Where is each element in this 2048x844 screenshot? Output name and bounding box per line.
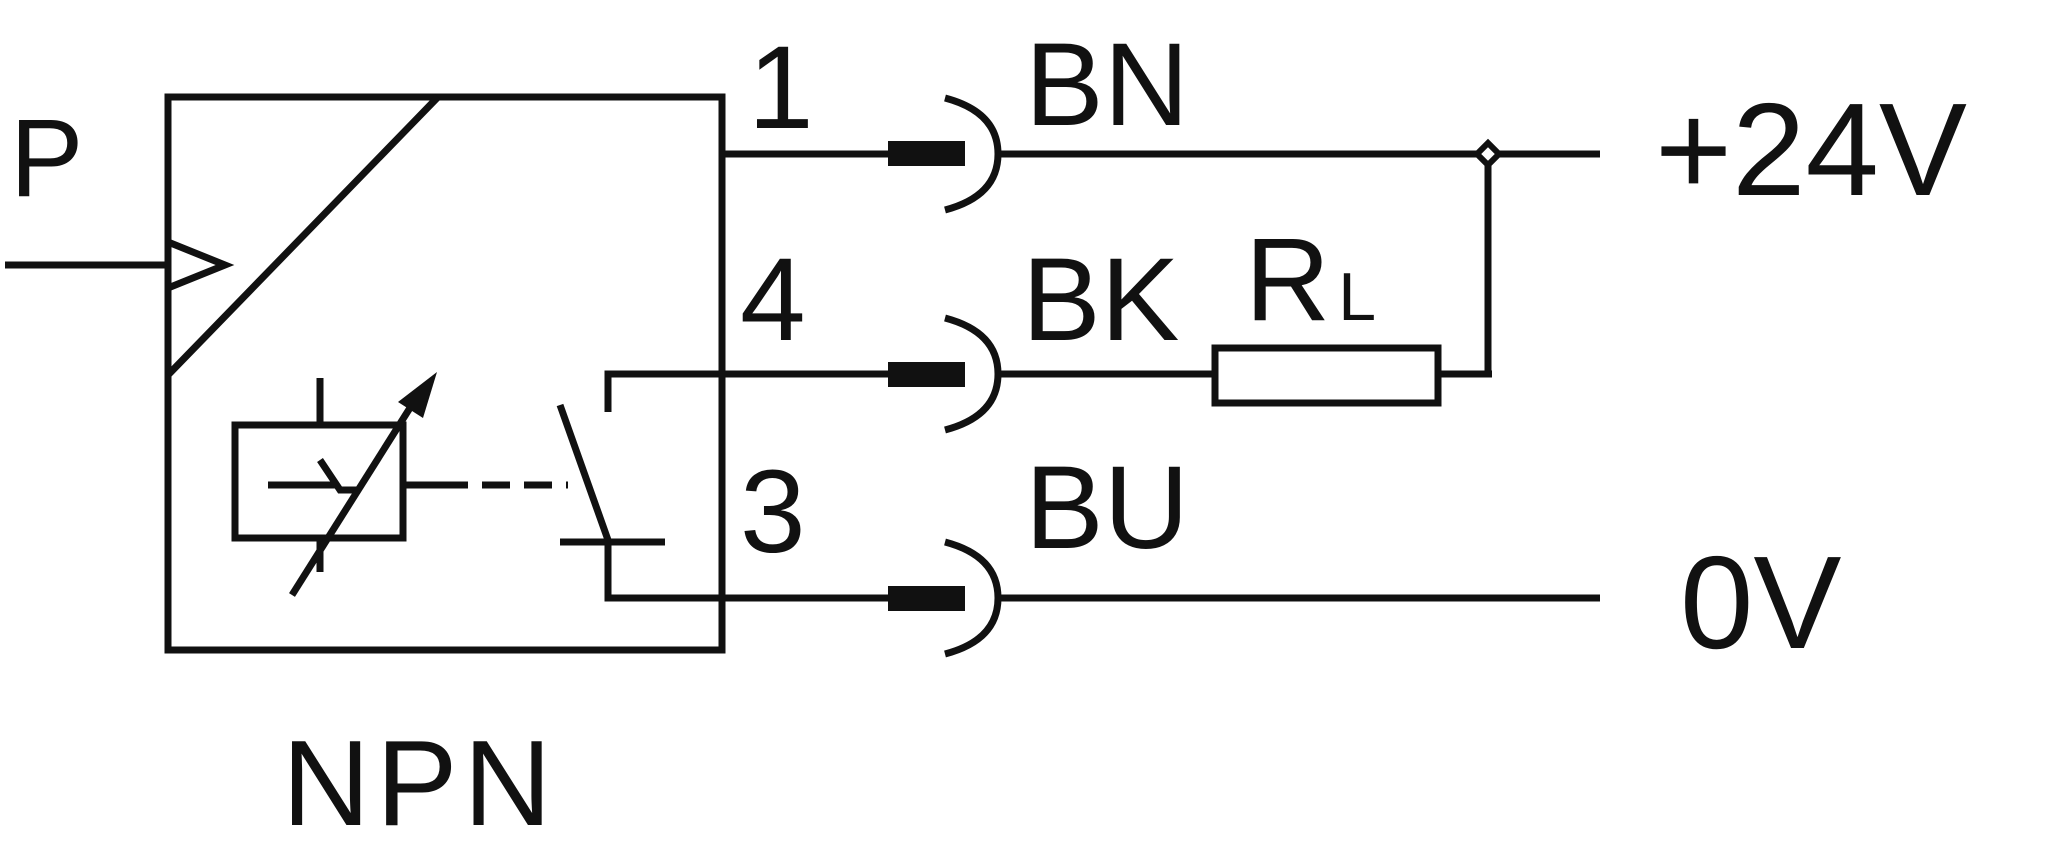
adjustable-arrow-line bbox=[289, 390, 423, 597]
connector-pin-3 bbox=[888, 586, 965, 611]
connector-pin-4 bbox=[888, 362, 965, 387]
pressure-input-arrow bbox=[166, 238, 235, 292]
wire-color-bk: BK bbox=[1022, 234, 1179, 366]
load-resistor bbox=[1211, 344, 1442, 407]
pressure-input-label: P bbox=[10, 97, 83, 220]
pin-number-4: 4 bbox=[740, 234, 806, 366]
switch-contact bbox=[556, 403, 612, 542]
pin-number-3: 3 bbox=[740, 446, 806, 578]
wire-color-bn: BN bbox=[1025, 19, 1189, 151]
pin-number-1: 1 bbox=[748, 22, 814, 154]
housing-diagonal bbox=[165, 94, 441, 378]
wire-color-bu: BU bbox=[1025, 442, 1189, 574]
ground-voltage-label: 0V bbox=[1680, 529, 1841, 676]
sensing-element-bend bbox=[317, 458, 360, 494]
load-resistor-symbol: R bbox=[1245, 214, 1330, 346]
load-resistor-subscript: L bbox=[1338, 259, 1376, 335]
adjustable-arrow-head bbox=[398, 372, 437, 418]
switch-upper-wire bbox=[604, 370, 892, 412]
supply-junction bbox=[1472, 138, 1504, 170]
switch-lower-wire bbox=[560, 538, 892, 602]
connector-pin-1 bbox=[888, 141, 965, 166]
supply-voltage-label: +24V bbox=[1655, 76, 1967, 223]
sensor-type-label: NPN bbox=[282, 715, 558, 844]
